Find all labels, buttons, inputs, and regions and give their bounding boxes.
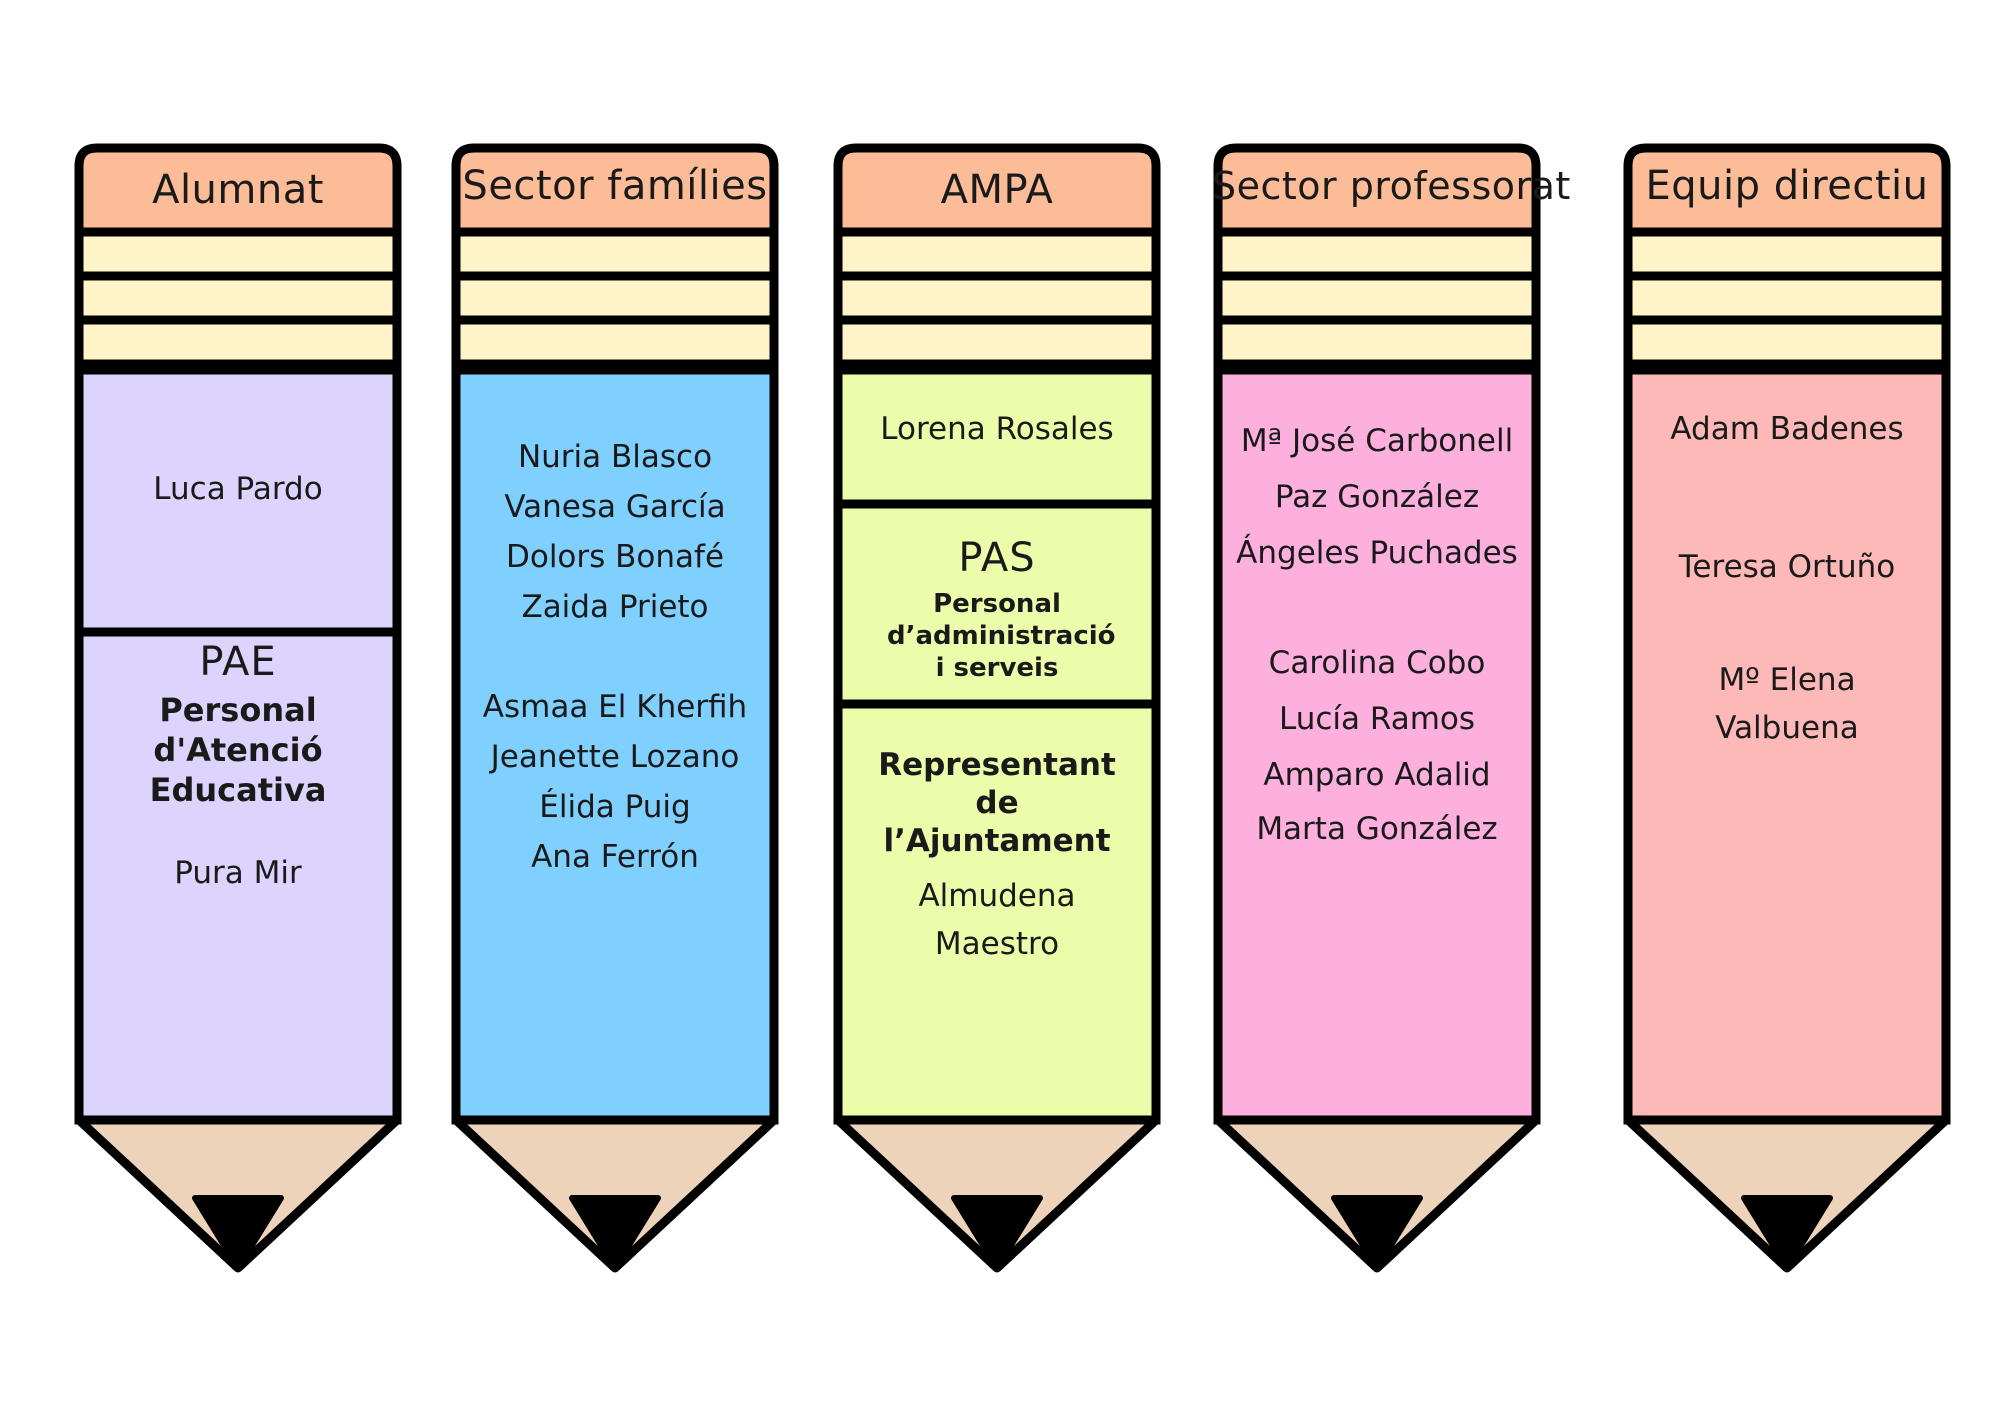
family-name-1: Nuria Blasco <box>517 439 713 475</box>
family-name-7: Élida Puig <box>539 789 691 825</box>
section-title-pas: PAS <box>958 535 1036 581</box>
pencil-equip-directiu-shape <box>1623 143 1951 1273</box>
teacher-name-3: Ángeles Puchades <box>1236 535 1518 571</box>
pencil-band <box>451 227 779 281</box>
teacher-name-4: Carolina Cobo <box>1268 645 1486 681</box>
pencil-sector-professorat-shape <box>1213 143 1541 1273</box>
pencil-title: Alumnat <box>152 167 324 213</box>
pencil-cap <box>451 143 779 237</box>
pencil-body <box>74 365 402 1125</box>
pencil-band <box>74 271 402 325</box>
pencil-title: Sector professorat <box>1212 164 1571 208</box>
family-name-5: Asmaa El Kherfih <box>482 689 748 725</box>
teacher-name-6: Amparo Adalid <box>1263 757 1491 793</box>
pencil-wood-tip <box>1213 1115 1541 1273</box>
student-name: Luca Pardo <box>153 471 323 507</box>
section-title-pae: PAE <box>199 639 277 685</box>
family-name-3: Dolors Bonafé <box>505 539 725 575</box>
teacher-name-7: Marta González <box>1256 811 1498 847</box>
pencil-body <box>1623 365 1951 1125</box>
pencil-title: AMPA <box>940 167 1054 213</box>
pencil-ampa: AMPA Lorena Rosales PAS Personal d’admin… <box>832 143 1162 1276</box>
family-name-8: Ana Ferrón <box>531 839 699 875</box>
teacher-name-5: Lucía Ramos <box>1278 701 1476 737</box>
pencil-band <box>1213 227 1541 281</box>
pencil-band <box>1623 315 1951 369</box>
pencil-cap <box>833 143 1161 237</box>
pencil-band <box>833 315 1161 369</box>
pencil-cap <box>1213 143 1541 237</box>
pencil-band <box>74 227 402 281</box>
director-name-1: Adam Badenes <box>1670 411 1904 447</box>
pencil-band <box>74 315 402 369</box>
pencil-cap <box>74 143 402 237</box>
ampa-name: Lorena Rosales <box>880 411 1114 447</box>
pencil-wood-tip <box>451 1115 779 1273</box>
pencil-title: Equip directiu <box>1645 163 1929 209</box>
pencil-ampa-shape <box>833 143 1161 1273</box>
pencil-sector-families: Sector famílies Nuria Blasco Vanesa Garc… <box>450 143 780 1276</box>
pencil-alumnat-shape <box>74 143 402 1273</box>
pencil-body <box>833 365 1161 1125</box>
pencil-band <box>833 271 1161 325</box>
pencil-title: Sector famílies <box>462 163 768 209</box>
pencil-lead-tip <box>1741 1195 1833 1271</box>
pencil-wood-tip <box>833 1115 1161 1273</box>
family-name-4: Zaida Prieto <box>521 589 709 625</box>
ajuntament-representative-name: Almudena Maestro <box>918 878 1076 962</box>
pencil-cap <box>1623 143 1951 237</box>
pencil-lead-tip <box>951 1195 1043 1271</box>
teacher-name-2: Paz González <box>1274 479 1480 515</box>
family-name-6: Jeanette Lozano <box>490 739 740 775</box>
pencil-band <box>451 315 779 369</box>
teacher-name-1: Mª José Carbonell <box>1240 423 1514 459</box>
pencil-band <box>451 271 779 325</box>
section-title-ajuntament: Representant de l’Ajuntament <box>878 747 1116 859</box>
pencil-band <box>1623 271 1951 325</box>
director-name-3: Mº Elena Valbuena <box>1715 662 1859 746</box>
pencil-equip-directiu: Equip directiu Adam Badenes Teresa Ortuñ… <box>1622 143 1952 1276</box>
family-name-2: Vanesa García <box>504 489 726 525</box>
pencil-sector-families-shape <box>451 143 779 1273</box>
pae-member-name: Pura Mir <box>174 855 302 891</box>
pencil-lead-tip <box>1331 1195 1423 1271</box>
pencil-sector-professorat: Sector professorat Mª José Carbonell Paz… <box>1212 143 1571 1276</box>
pencil-wood-tip <box>1623 1115 1951 1273</box>
pencil-wood-tip <box>74 1115 402 1273</box>
pencil-alumnat: Alumnat Luca Pardo PAE Personal d'Atenci… <box>73 143 403 1276</box>
pencil-band <box>1213 315 1541 369</box>
director-name-2: Teresa Ortuño <box>1678 549 1896 585</box>
pencil-band <box>1213 271 1541 325</box>
section-subtitle-pae: Personal d'Atenció Educativa <box>149 691 327 809</box>
pencil-lead-tip <box>192 1195 284 1271</box>
section-subtitle-pas: Personal d’administració i serveis <box>887 589 1116 683</box>
pencil-band <box>1623 227 1951 281</box>
pencil-body <box>1213 365 1541 1125</box>
pencil-lead-tip <box>569 1195 661 1271</box>
pencil-band <box>833 227 1161 281</box>
